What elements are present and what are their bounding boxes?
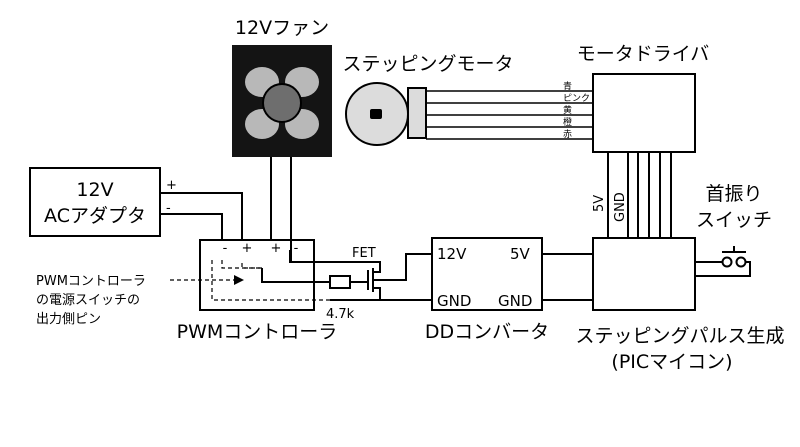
pwm-pin-4-label: - bbox=[294, 241, 299, 256]
dd-gnd-left-label: GND bbox=[437, 292, 471, 310]
pwm-internal-switch-path bbox=[221, 260, 262, 269]
wire-color-blue: 青 bbox=[563, 80, 572, 92]
fet-label: FET bbox=[352, 246, 376, 261]
neck-switch-label-line1: 首振り bbox=[705, 183, 762, 205]
pwm-pin-1-label: - bbox=[223, 241, 228, 256]
dd-5v-label: 5V bbox=[510, 245, 531, 263]
pwm-pin-2-label: + bbox=[242, 241, 253, 256]
pwm-note-arrow-icon bbox=[234, 275, 244, 285]
motor-wires bbox=[426, 90, 593, 140]
adapter-wire-plus bbox=[160, 192, 243, 240]
driver-pulse-wires bbox=[607, 152, 672, 238]
pwm-internal-link bbox=[241, 262, 262, 269]
wire-color-pink: ピンク bbox=[563, 93, 590, 104]
adapter-wire-minus bbox=[160, 213, 223, 240]
pulse-generator-label-line1: ステッピングパルス生成 bbox=[575, 325, 784, 347]
wire-color-yellow: 黄 bbox=[563, 104, 572, 116]
adapter-minus-label: - bbox=[166, 201, 171, 216]
resistor-icon bbox=[329, 275, 351, 289]
fan-icon bbox=[245, 67, 319, 139]
ac-adapter-label-line2: ACアダプタ bbox=[44, 205, 146, 227]
pwm-note-line3: 出力側ピン bbox=[36, 312, 101, 327]
stepper-motor-neck bbox=[407, 87, 427, 139]
wire-color-orange: 橙 bbox=[563, 116, 572, 128]
dd-converter-label: DDコンバータ bbox=[425, 321, 549, 343]
wire-color-red: 赤 bbox=[563, 129, 572, 140]
pulse-generator-label-line2: (PICマイコン) bbox=[611, 351, 732, 373]
stepper-motor-label: ステッピングモータ bbox=[342, 53, 513, 75]
motor-driver-label: モータドライバ bbox=[577, 43, 710, 65]
neck-switch-icon bbox=[695, 246, 751, 277]
dd-converter-box bbox=[431, 237, 543, 311]
pwm-note-line1: PWMコントローラ bbox=[36, 274, 146, 289]
pwm-pin-3-label: + bbox=[271, 241, 282, 256]
pwm-controller-label: PWMコントローラ bbox=[177, 321, 338, 343]
neck-switch-label-line2: スイッチ bbox=[696, 209, 772, 231]
stepper-motor-shaft bbox=[370, 109, 382, 119]
ac-adapter-box bbox=[29, 167, 161, 237]
fan-label: 12Vファン bbox=[235, 17, 329, 39]
pwm-note-line2: の電源スイッチの bbox=[36, 293, 140, 308]
resistor-label: 4.7k bbox=[326, 307, 355, 322]
switch-output-wire bbox=[261, 268, 330, 283]
driver-gnd-label: GND bbox=[613, 192, 628, 222]
pulse-generator-box bbox=[592, 237, 696, 311]
pwm-controller-box bbox=[199, 239, 315, 311]
adapter-plus-label: + bbox=[166, 178, 177, 193]
ac-adapter-label-line1: 12V bbox=[76, 179, 113, 201]
driver-5v-label: 5V bbox=[592, 195, 607, 212]
dd-12v-label: 12V bbox=[437, 245, 467, 263]
dd-gnd-right-label: GND bbox=[498, 292, 532, 310]
motor-driver-box bbox=[592, 73, 696, 153]
